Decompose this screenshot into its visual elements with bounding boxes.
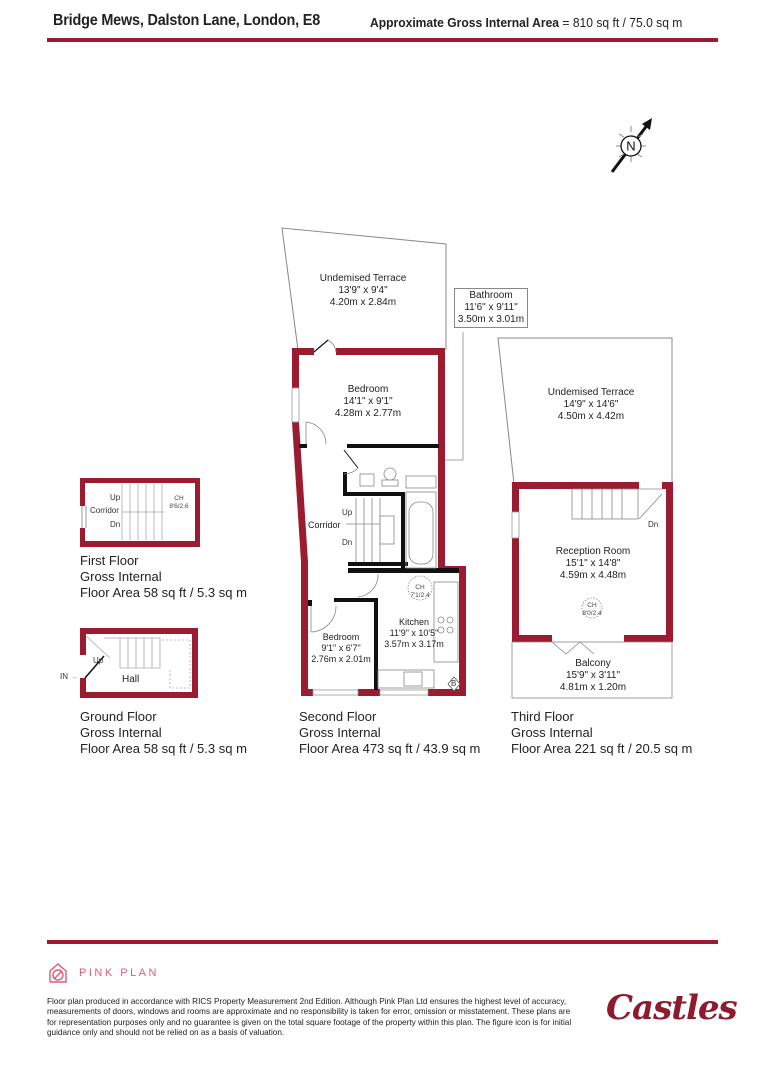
second-floor-plan: Undemised Terrace 13'9" x 9'4" 4.20m x 2…: [278, 222, 528, 702]
entrance-marker: IN →: [60, 672, 79, 681]
label-dn: Dn: [648, 520, 659, 529]
third-floor-plan: Undemised Terrace 14'9" x 14'6" 4.50m x …: [496, 334, 681, 704]
ground-floor-plan: Up Hall: [80, 628, 200, 700]
compass: N: [604, 112, 664, 178]
room-kitchen: Kitchen 11'9" x 10'5" 3.57m x 3.17m: [384, 617, 444, 649]
house-icon: [49, 963, 67, 983]
gross-area-label: Approximate Gross Internal Area: [370, 15, 560, 30]
second-floor-caption: Second Floor Gross Internal Floor Area 4…: [299, 709, 481, 756]
room-reception: Reception Room 15'1" x 14'8" 4.59m x 4.4…: [555, 546, 631, 581]
boiler-marker: B: [451, 679, 457, 688]
room-bathroom: Bathroom 11'6" x 9'11" 3.50m x 3.01m: [454, 288, 528, 328]
room-bedroom-2: Bedroom 9'1" x 6'7" 2.76m x 2.01m: [311, 632, 371, 664]
label-up: Up: [93, 656, 104, 665]
room-undemised-terrace-third: Undemised Terrace 14'9" x 14'6" 4.50m x …: [547, 387, 635, 422]
room-undemised-terrace: Undemised Terrace 13'9" x 9'4" 4.20m x 2…: [319, 273, 407, 308]
first-floor-caption: First Floor Gross Internal Floor Area 58…: [80, 553, 247, 600]
room-balcony: Balcony 15'9" x 3'11" 4.81m x 1.20m: [559, 658, 627, 693]
label-dn: Dn: [342, 538, 353, 547]
north-arrow-icon: N: [610, 118, 652, 173]
room-bedroom-1: Bedroom 14'1" x 9'1" 4.28m x 2.77m: [334, 384, 402, 419]
label-up: Up: [110, 493, 121, 502]
gross-area: Approximate Gross Internal Area = 810 sq…: [370, 15, 682, 30]
footer-rule: [47, 940, 718, 944]
property-title: Bridge Mews, Dalston Lane, London, E8: [53, 12, 321, 29]
label-corridor: Corridor: [90, 506, 119, 515]
svg-text:N: N: [626, 139, 635, 154]
header-rule: [47, 38, 718, 42]
label-dn: Dn: [110, 520, 121, 529]
third-floor-caption: Third Floor Gross Internal Floor Area 22…: [511, 709, 693, 756]
pink-plan-logo: PINK PLAN: [47, 962, 159, 984]
label-hall: Hall: [122, 674, 140, 685]
ground-floor-caption: Ground Floor Gross Internal Floor Area 5…: [80, 709, 247, 756]
label-up: Up: [342, 508, 353, 517]
disclaimer: Floor plan produced in accordance with R…: [47, 997, 572, 1037]
room-corridor: Corridor: [308, 520, 341, 530]
castles-logo: Castles: [606, 988, 738, 1028]
gross-area-value: = 810 sq ft / 75.0 sq m: [562, 15, 683, 30]
